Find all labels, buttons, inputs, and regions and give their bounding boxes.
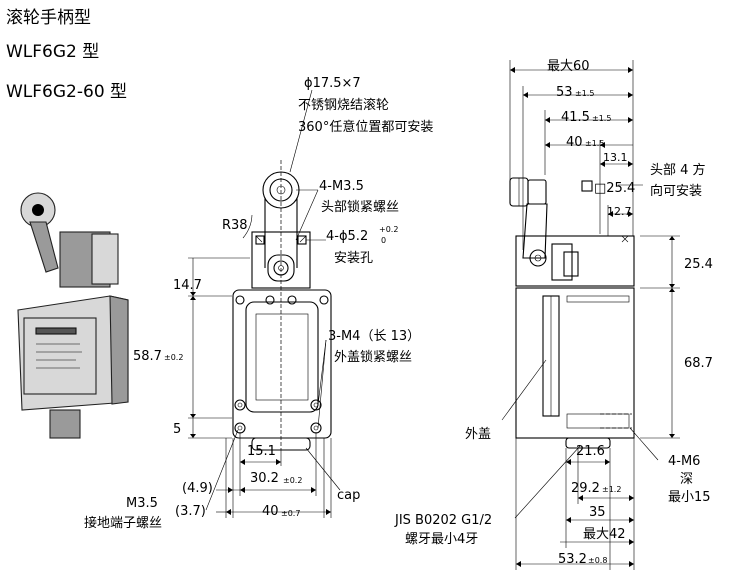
m6-note2: 最小15	[668, 490, 711, 505]
title-line3: WLF6G2-60 型	[6, 82, 128, 102]
side-max60: 最大60	[547, 59, 590, 74]
mount-hole-tol-plus: +0.2	[379, 225, 399, 234]
dim-30-2-tol: ±0.2	[283, 476, 303, 485]
side-41-5-tol: ±1.5	[592, 114, 612, 123]
side-29-2-tol: ±1.2	[602, 485, 622, 494]
side-41-5: 41.5	[561, 110, 590, 125]
title-line1: 滚轮手柄型	[6, 8, 91, 28]
side-25-4-sq: □25.4	[594, 181, 636, 196]
head-note1: 头部 4 方	[650, 163, 706, 178]
radius-label: R38	[222, 218, 248, 233]
dim-58-7: 58.7	[133, 349, 162, 364]
product-photo	[17, 192, 129, 439]
ground-screw-note: 接地端子螺丝	[84, 516, 163, 531]
roller-spec: ϕ17.5×7	[304, 76, 361, 91]
dim-15-1: 15.1	[247, 444, 276, 459]
side-53: 53	[556, 85, 573, 100]
title-line2: WLF6G2 型	[6, 42, 100, 62]
jis-label: JIS B0202 G1/2	[395, 513, 493, 528]
cover-screw-note: 外盖锁紧螺丝	[334, 350, 413, 365]
side-53-tol: ±1.5	[575, 89, 595, 98]
dim-30-2: 30.2	[250, 471, 279, 486]
side-12-7: 12.7	[607, 205, 632, 218]
dim-58-7-tol: ±0.2	[164, 353, 184, 362]
dim-14-7: 14.7	[173, 278, 202, 293]
dim-40-tol: ±0.7	[281, 509, 301, 518]
mount-hole-label: 4-ϕ5.2	[326, 229, 369, 244]
dim-3-7: (3.7)	[175, 504, 206, 519]
side-21-6: 21.6	[576, 444, 605, 459]
side-29-2: 29.2	[571, 481, 600, 496]
side-40-tol: ±1.5	[585, 139, 605, 148]
cap-label: cap	[337, 488, 361, 503]
side-35: 35	[589, 505, 606, 520]
cover-label: 外盖	[465, 427, 492, 442]
m6-label: 4-M6	[668, 454, 701, 469]
side-13-1: 13.1	[603, 151, 628, 164]
front-view	[188, 89, 341, 518]
side-view	[501, 60, 680, 570]
roller-note1: 不锈钢烧结滚轮	[298, 98, 390, 113]
dim-40: 40	[262, 504, 279, 519]
ground-screw: M3.5	[126, 496, 158, 511]
lock-screw-note: 头部锁紧螺丝	[321, 200, 400, 215]
side-68-7: 68.7	[684, 356, 713, 371]
roller-note2: 360°任意位置都可安装	[298, 120, 434, 135]
m6-note1: 深	[680, 472, 694, 487]
dim-4-9: (4.9)	[182, 481, 213, 496]
side-40: 40	[566, 135, 583, 150]
jis-note: 螺牙最小4牙	[405, 532, 479, 547]
side-25-4: 25.4	[684, 257, 713, 272]
head-note2: 向可安装	[650, 184, 703, 199]
cover-screw: 3-M4（长 13）	[328, 329, 421, 344]
side-max42: 最大42	[583, 527, 626, 542]
side-53-2-tol: ±0.8	[588, 556, 608, 565]
mount-hole-note: 安装孔	[334, 251, 374, 266]
dim-5: 5	[173, 422, 182, 437]
lock-screw: 4-M3.5	[319, 179, 364, 194]
side-53-2: 53.2	[558, 552, 587, 567]
mount-hole-tol-minus: 0	[381, 236, 387, 245]
